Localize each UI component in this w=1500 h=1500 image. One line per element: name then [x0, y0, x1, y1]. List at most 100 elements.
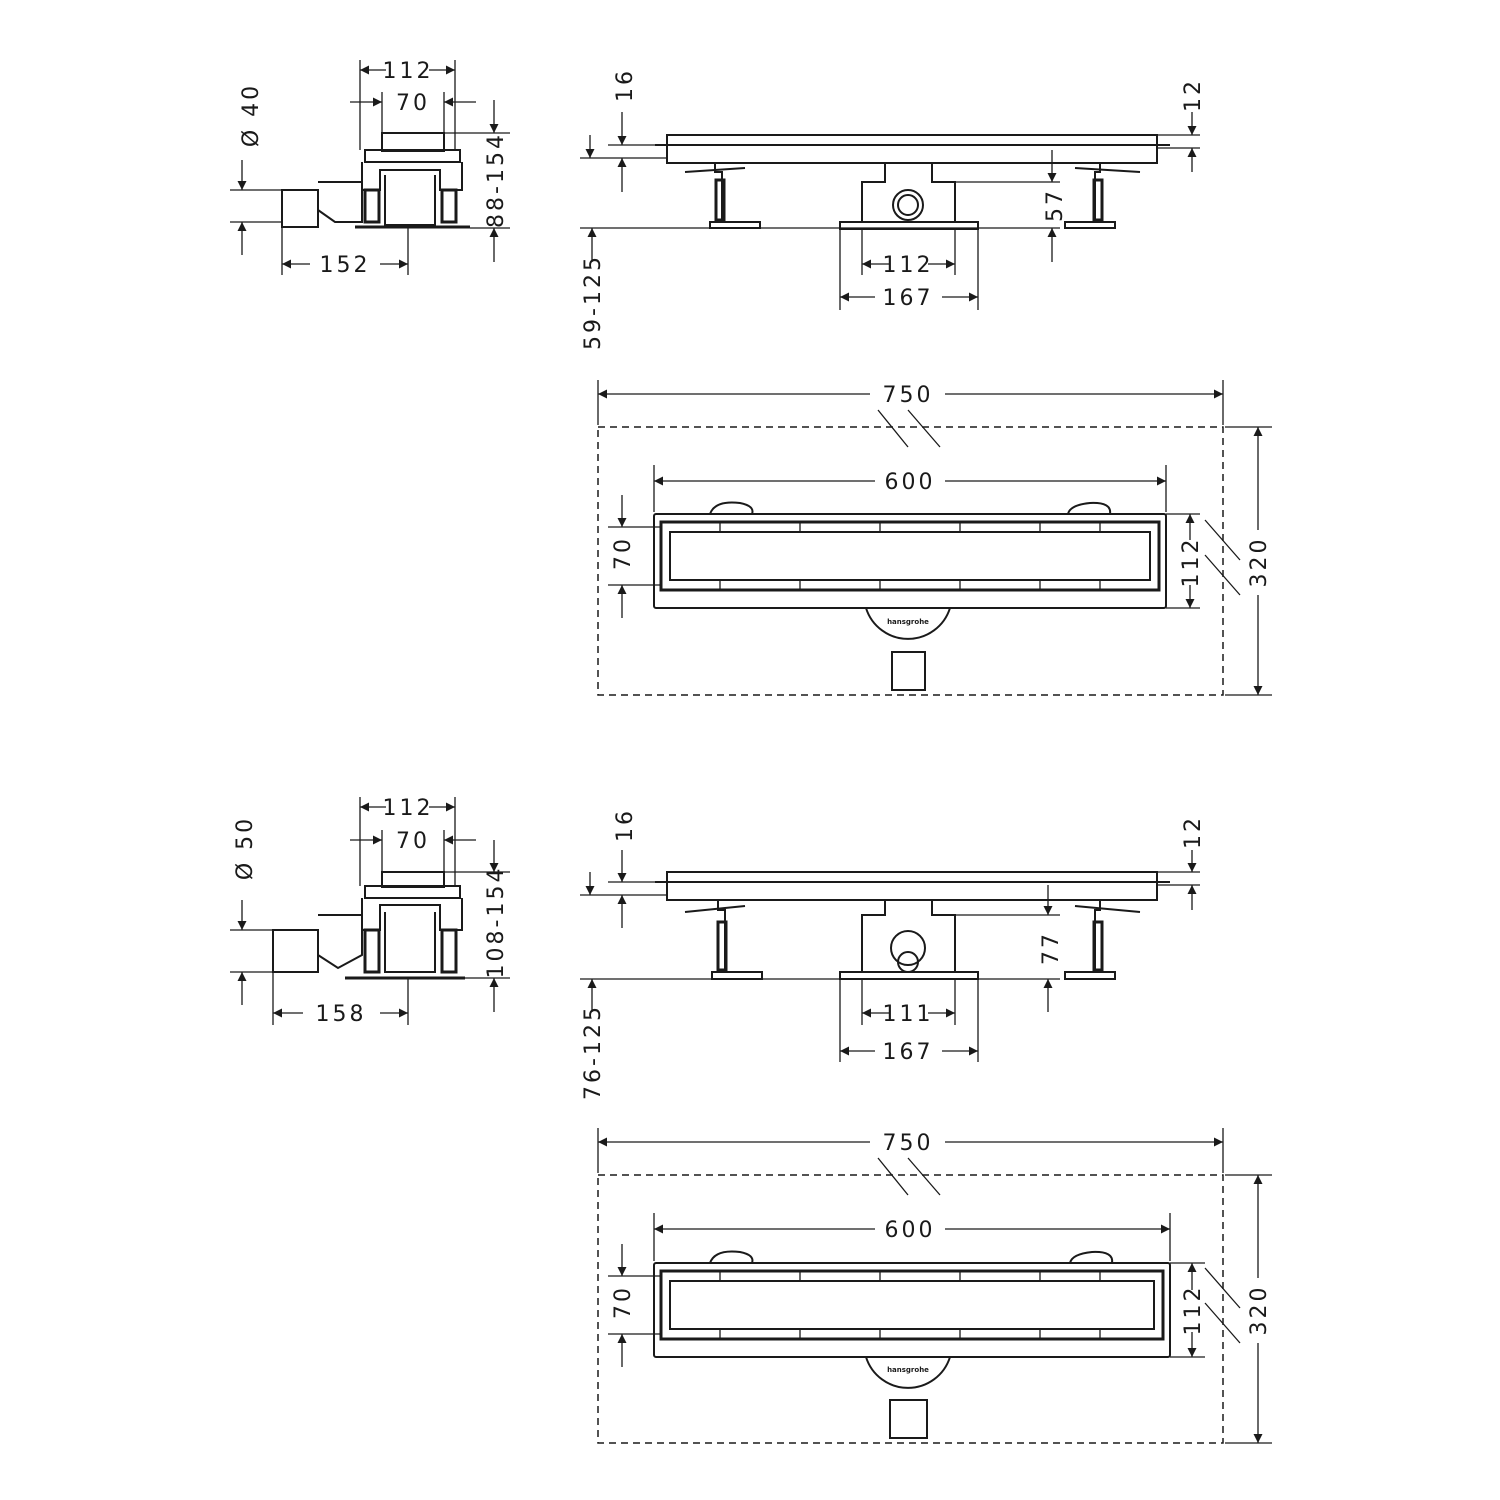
foot-right-bracket — [1074, 905, 1141, 913]
foot-left-thread — [714, 178, 726, 222]
grate-notches — [719, 1271, 1101, 1339]
trap-round — [865, 607, 951, 640]
grate-top — [381, 132, 445, 152]
dim-overall-width: 112 — [383, 59, 434, 84]
break-mark — [907, 409, 941, 448]
dim-flange: 12 — [1181, 815, 1206, 849]
dim-overall-length: 750 — [883, 1131, 934, 1156]
foot-right-pad — [1064, 221, 1116, 229]
channel-flange — [364, 885, 461, 899]
dim-outlet-diameter: Ø 40 — [239, 83, 264, 147]
foot-left-pad — [711, 971, 763, 980]
variant-50-drawings: 112 70 Ø 50 108-154 158 — [230, 796, 1272, 1444]
foot-left-pad — [709, 221, 761, 229]
trap-housing — [861, 900, 956, 973]
top-view-50: 750 hansgrohe 600 — [597, 1128, 1272, 1444]
break-mark — [1204, 1302, 1241, 1344]
break-mark — [877, 1157, 909, 1196]
dim-channel-length: 600 — [885, 470, 936, 495]
dim-height-range: 108-154 — [484, 866, 509, 979]
channel-flange — [364, 149, 461, 163]
dim-overall-width: 320 — [1247, 1285, 1272, 1336]
foot-right-rod — [1094, 163, 1101, 222]
channel-profile — [666, 871, 1158, 901]
outlet-elbow — [317, 914, 363, 970]
outlet-pipe-top — [891, 651, 926, 691]
dim-grate-width: 70 — [611, 1285, 636, 1319]
foot-left-bracket — [684, 167, 746, 173]
dim-flange: 12 — [1181, 78, 1206, 112]
dim-outlet-axis: 77 — [1039, 931, 1064, 965]
break-mark — [907, 1157, 941, 1196]
variant-40-drawings: 112 70 Ø 40 88-154 152 — [230, 59, 1272, 696]
dim-grate-width: 70 — [396, 91, 430, 116]
brand-logo: hansgrohe — [887, 618, 929, 626]
outlet-pipe — [281, 189, 319, 228]
installation-area — [597, 426, 1224, 696]
outlet-inner — [897, 951, 919, 973]
leg-right — [440, 928, 458, 974]
break-mark — [877, 409, 909, 448]
dim-grate-top: 16 — [613, 808, 638, 842]
foot-left-bracket — [684, 905, 746, 913]
dim-outlet-diameter: Ø 50 — [233, 816, 258, 880]
outlet-pipe-top — [889, 1399, 928, 1439]
dim-overall-width: 320 — [1247, 537, 1272, 588]
trap-round — [865, 1356, 951, 1389]
leg-right — [440, 188, 458, 224]
leg-left — [363, 928, 381, 974]
trap-base — [839, 221, 979, 230]
outlet-circle — [890, 930, 926, 966]
dim-body-outer: 167 — [883, 286, 934, 311]
dim-install-height: 76-125 — [581, 1004, 606, 1100]
dim-install-height: 59-125 — [581, 254, 606, 350]
trap-body — [384, 175, 436, 226]
foot-right-rod — [1094, 900, 1101, 972]
installation-area — [597, 1174, 1224, 1444]
foot-right-thread — [1092, 178, 1104, 222]
dim-body-outer: 167 — [883, 1040, 934, 1065]
trap-housing — [861, 163, 956, 223]
grate-panel — [669, 1280, 1155, 1330]
dim-outlet-offset: 158 — [316, 1002, 367, 1027]
break-mark — [1204, 519, 1241, 561]
bracket-right — [1067, 501, 1112, 515]
side-view-40: 112 70 Ø 40 88-154 152 — [230, 59, 510, 278]
front-view-40: 16 12 57 112 167 59-125 — [580, 68, 1206, 350]
dim-height-range: 88-154 — [484, 132, 509, 228]
grate-frame — [659, 520, 1161, 592]
channel-outline — [653, 513, 1167, 609]
front-view-50: 16 12 77 111 167 76-125 — [580, 808, 1206, 1100]
outlet-inner — [897, 194, 919, 216]
channel-profile — [666, 134, 1158, 164]
grate-notches — [719, 522, 1101, 590]
outlet-circle — [892, 189, 924, 221]
bracket-left — [709, 501, 754, 515]
dim-outlet-axis: 57 — [1043, 188, 1068, 222]
top-view-40: 750 hansgrohe — [597, 380, 1272, 696]
dim-grate-width: 70 — [611, 536, 636, 570]
dim-body-inner: 111 — [883, 1002, 934, 1027]
trap-base — [839, 971, 979, 980]
break-mark — [1204, 1267, 1241, 1309]
outlet-elbow — [317, 181, 363, 223]
foot-right-pad — [1064, 971, 1116, 980]
grate-panel — [669, 531, 1151, 581]
foot-left-rod — [714, 163, 723, 222]
bracket-left — [709, 1250, 754, 1264]
dim-channel-length: 600 — [885, 1218, 936, 1243]
dim-overall-length: 750 — [883, 383, 934, 408]
grate-frame — [659, 1269, 1165, 1341]
dim-body-inner: 112 — [883, 253, 934, 278]
side-view-50: 112 70 Ø 50 108-154 158 — [230, 796, 510, 1027]
dim-channel-width: 112 — [1179, 537, 1204, 588]
channel-outline — [653, 1262, 1171, 1358]
foot-right-bracket — [1074, 167, 1141, 173]
dim-outlet-offset: 152 — [320, 253, 371, 278]
dim-overall-width: 112 — [383, 796, 434, 821]
brand-logo: hansgrohe — [887, 1366, 929, 1374]
bracket-right — [1069, 1250, 1114, 1264]
channel-body — [361, 162, 463, 191]
trap-body — [384, 912, 436, 973]
